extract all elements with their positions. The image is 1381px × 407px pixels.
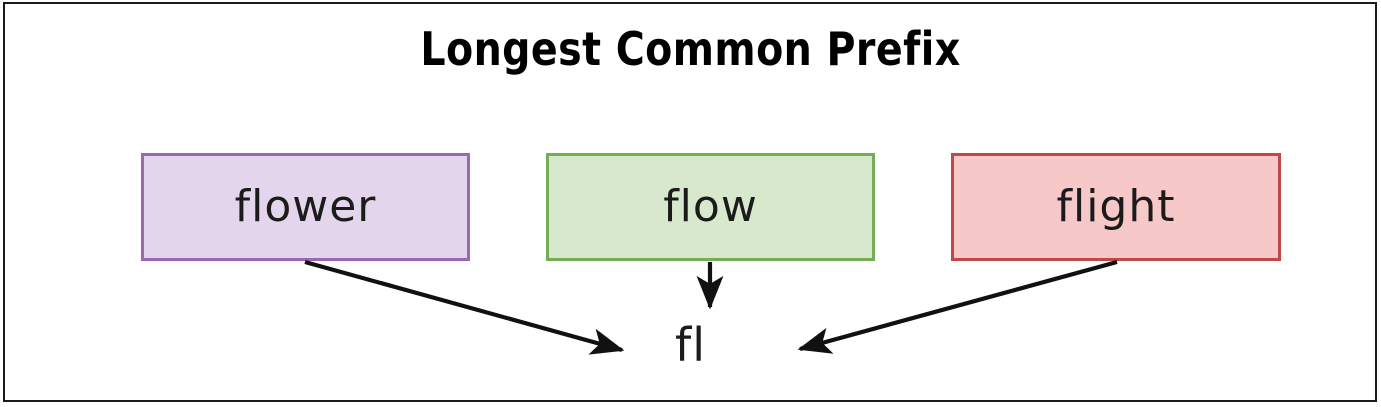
result-label: fl <box>675 318 706 372</box>
page-title: Longest Common Prefix <box>420 22 961 76</box>
word-label-flight: flight <box>1056 181 1176 232</box>
word-box-flow: flow <box>546 153 875 261</box>
word-label-flower: flower <box>234 181 377 232</box>
word-box-flight: flight <box>951 153 1281 261</box>
word-label-flow: flow <box>663 181 758 232</box>
word-box-flower: flower <box>141 153 470 261</box>
